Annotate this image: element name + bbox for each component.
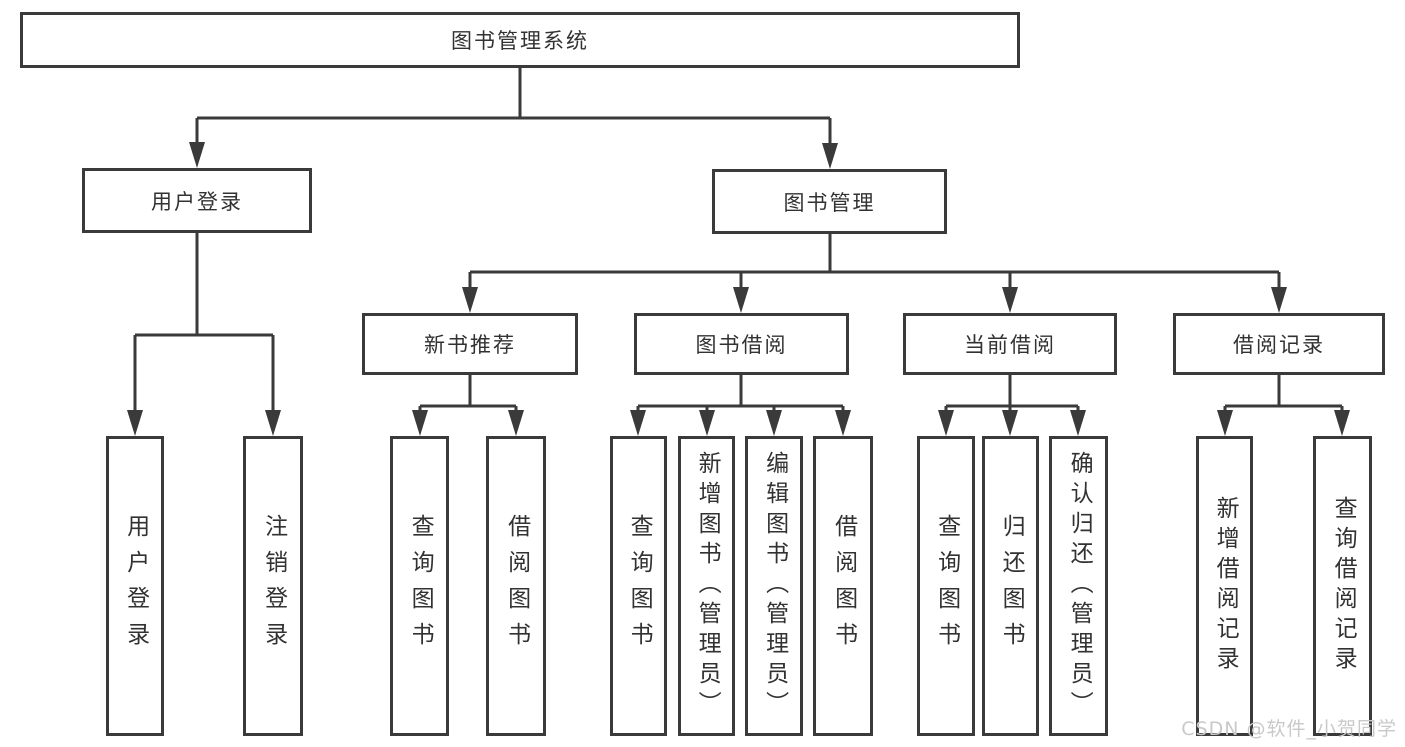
leaf-nbr-borrow-books-label: 借阅图书 [503, 514, 530, 658]
node-borrow-records-label: 借阅记录 [1233, 333, 1325, 357]
leaf-nbr-query-books-label: 查询图书 [407, 514, 434, 658]
arrowhead-down-icon [766, 410, 782, 436]
node-current-borrow: 当前借阅 [903, 313, 1117, 375]
leaf-bb-borrow-books-label: 借阅图书 [830, 514, 857, 658]
node-borrow-records: 借阅记录 [1173, 313, 1385, 375]
arrowhead-down-icon [699, 410, 715, 436]
leaf-br-query-record: 查询借阅记录 [1313, 436, 1372, 736]
leaf-user-login-label: 用户登录 [122, 514, 149, 658]
leaf-nbr-borrow-books: 借阅图书 [486, 436, 546, 736]
node-user-login-label: 用户登录 [151, 189, 243, 214]
leaf-cb-query-books: 查询图书 [917, 436, 975, 736]
leaf-cb-return-books: 归还图书 [982, 436, 1039, 736]
node-library-system-label: 图书管理系统 [451, 29, 589, 53]
arrowhead-down-icon [508, 410, 524, 436]
arrowhead-down-icon [412, 410, 428, 436]
arrowhead-down-icon [1002, 287, 1018, 313]
arrowhead-down-icon [189, 142, 205, 168]
leaf-bb-borrow-books: 借阅图书 [813, 436, 873, 736]
node-user-login: 用户登录 [82, 168, 312, 233]
node-book-management-label: 图书管理 [783, 190, 876, 215]
leaf-cb-return-books-label: 归还图书 [998, 514, 1025, 658]
node-book-borrow: 图书借阅 [634, 313, 849, 375]
arrowhead-down-icon [265, 410, 281, 436]
node-book-management: 图书管理 [712, 169, 947, 234]
arrowhead-down-icon [127, 410, 143, 436]
leaf-user-login: 用户登录 [106, 436, 164, 736]
arrowhead-down-icon [1217, 410, 1233, 436]
arrowhead-down-icon [462, 287, 478, 313]
leaf-bb-query-books: 查询图书 [610, 436, 667, 736]
leaf-bb-edit-books-admin: 编辑图书（管理员） [745, 436, 803, 736]
arrowhead-down-icon [733, 287, 749, 313]
node-current-borrow-label: 当前借阅 [964, 333, 1056, 357]
leaf-logout: 注销登录 [243, 436, 303, 736]
leaf-br-add-record-label: 新增借阅记录 [1212, 496, 1239, 676]
leaf-bb-add-books-admin: 新增图书（管理员） [678, 436, 735, 736]
node-new-book-recommend: 新书推荐 [362, 313, 578, 375]
arrowhead-down-icon [630, 410, 646, 436]
arrowhead-down-icon [835, 410, 851, 436]
leaf-cb-confirm-return-admin-label: 确认归还（管理员） [1066, 451, 1093, 721]
csdn-watermark: CSDN @软件_小贺同学 [1181, 718, 1397, 740]
leaf-br-query-record-label: 查询借阅记录 [1330, 496, 1357, 676]
leaf-nbr-query-books: 查询图书 [390, 436, 449, 736]
leaf-cb-confirm-return-admin: 确认归还（管理员） [1049, 436, 1108, 736]
arrowhead-down-icon [1002, 410, 1018, 436]
leaf-logout-label: 注销登录 [260, 514, 287, 658]
node-book-borrow-label: 图书借阅 [695, 333, 788, 357]
leaf-bb-edit-books-admin-label: 编辑图书（管理员） [761, 451, 788, 721]
arrowhead-down-icon [822, 143, 838, 169]
arrowhead-down-icon [1070, 410, 1086, 436]
leaf-bb-add-books-admin-label: 新增图书（管理员） [694, 451, 721, 721]
leaf-br-add-record: 新增借阅记录 [1196, 436, 1253, 736]
arrowhead-down-icon [1271, 287, 1287, 313]
node-new-book-recommend-label: 新书推荐 [424, 333, 516, 357]
arrowhead-down-icon [1334, 410, 1350, 436]
arrowhead-down-icon [938, 410, 954, 436]
node-library-system: 图书管理系统 [20, 12, 1020, 68]
leaf-bb-query-books-label: 查询图书 [626, 514, 653, 658]
leaf-cb-query-books-label: 查询图书 [933, 514, 960, 658]
